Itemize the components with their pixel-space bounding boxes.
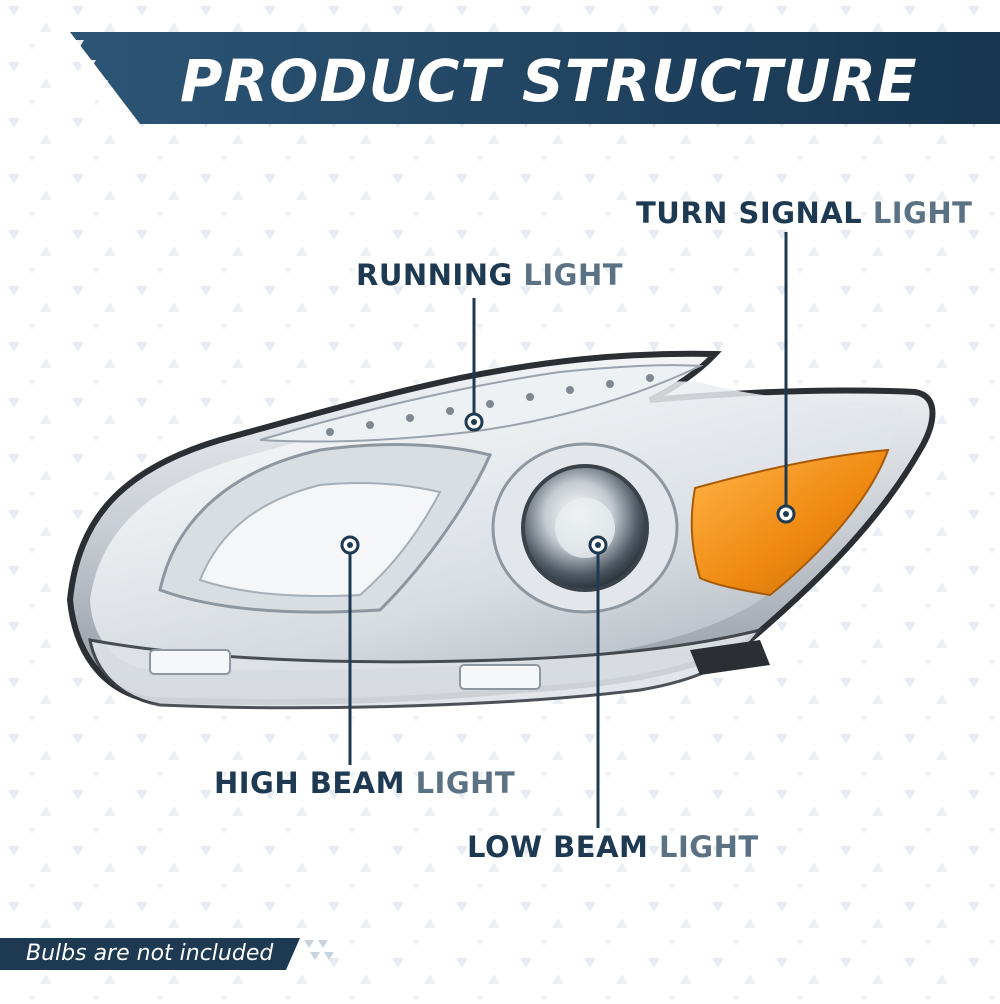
bulbs-note: Bulbs are not included	[26, 941, 274, 966]
leader-dots	[340, 412, 796, 555]
label-turn-signal-word: TURN SIGNAL	[636, 196, 863, 230]
leader-dot-icon	[776, 504, 796, 524]
triangle-pattern-icon	[42, 40, 120, 115]
mounting-tab	[690, 640, 770, 675]
label-running-light: RUNNING LIGHT	[356, 258, 623, 292]
banner-bar	[70, 32, 1000, 124]
leader-lines	[348, 232, 788, 828]
label-low-beam-light-word: LIGHT	[659, 830, 759, 864]
high-beam-inner	[198, 482, 442, 598]
header-banner	[42, 32, 1000, 124]
label-low-beam-word: LOW BEAM	[467, 830, 649, 864]
triangle-pattern-icon	[304, 940, 334, 960]
footer-bar	[0, 938, 300, 970]
label-running-word: RUNNING	[356, 258, 513, 292]
label-turn-signal-light: TURN SIGNAL LIGHT	[636, 196, 972, 230]
leader-dot-icon	[340, 535, 360, 555]
leader-dot-icon	[464, 412, 484, 432]
leader-dot-icon	[588, 535, 608, 555]
label-low-beam-light: LOW BEAM LIGHT	[467, 830, 759, 864]
side-marker-left	[149, 649, 231, 675]
label-turn-signal-light-word: LIGHT	[872, 196, 973, 230]
page-title: PRODUCT STRUCTURE	[180, 47, 918, 115]
running-light-leds	[326, 374, 654, 436]
footer-ribbon	[0, 938, 334, 970]
label-high-beam-light: HIGH BEAM LIGHT	[214, 766, 515, 800]
label-running-light-word: LIGHT	[523, 258, 624, 292]
side-marker-right	[459, 664, 541, 690]
label-high-beam-light-word: LIGHT	[415, 766, 516, 800]
label-high-beam-word: HIGH BEAM	[214, 766, 405, 800]
headlight-illustration	[66, 350, 936, 710]
